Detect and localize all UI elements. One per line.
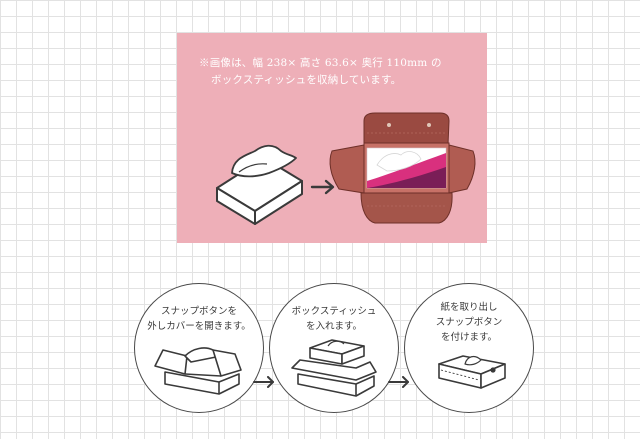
step-3-line-3: を付けます。 bbox=[440, 332, 498, 343]
step-1-circle: スナップボタンを 外しカバーを開きます。 bbox=[134, 283, 264, 413]
step-3-text: 紙を取り出し スナップボタン を付けます。 bbox=[405, 300, 533, 345]
size-note-line-1: ※画像は、幅 238× 高さ 63.6× 奥行 110mm の bbox=[199, 57, 442, 69]
step-3-circle: 紙を取り出し スナップボタン を付けます。 bbox=[404, 283, 534, 413]
step-1-line-1: スナップボタンを bbox=[160, 306, 237, 317]
step-1-text: スナップボタンを 外しカバーを開きます。 bbox=[135, 304, 263, 334]
step-3-line-2: スナップボタン bbox=[435, 317, 503, 328]
step-2-line-1: ボックスティッシュ bbox=[291, 306, 377, 317]
info-panel: ※画像は、幅 238× 高さ 63.6× 奥行 110mm の ボックスティッシ… bbox=[177, 33, 487, 243]
closed-case-icon bbox=[438, 355, 506, 389]
size-note-line-2: ボックスティッシュを収納しています。 bbox=[211, 74, 402, 86]
step-1-line-2: 外しカバーを開きます。 bbox=[147, 321, 251, 332]
step-2-circle: ボックスティッシュ を入れます。 bbox=[269, 283, 399, 413]
right-arrow-icon bbox=[310, 179, 335, 195]
right-arrow-icon bbox=[388, 376, 409, 388]
size-note: ※画像は、幅 238× 高さ 63.6× 奥行 110mm の ボックスティッシ… bbox=[199, 55, 442, 89]
panel-illustration bbox=[216, 112, 476, 225]
step-2-text: ボックスティッシュ を入れます。 bbox=[270, 304, 398, 334]
tissue-case-photo bbox=[329, 112, 476, 224]
step-3-line-1: 紙を取り出し bbox=[440, 302, 498, 313]
tissue-box-outline-icon bbox=[216, 144, 303, 225]
step-2-line-2: を入れます。 bbox=[305, 321, 363, 332]
right-arrow-icon bbox=[253, 376, 274, 388]
open-cover-icon bbox=[154, 347, 242, 395]
insert-box-icon bbox=[291, 339, 377, 397]
